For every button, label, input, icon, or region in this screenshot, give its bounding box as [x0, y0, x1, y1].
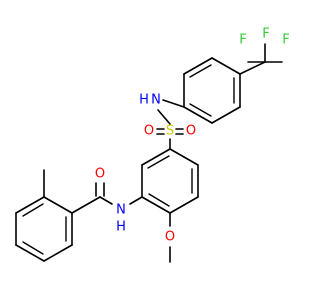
- molecule-structure-diagram: F F F N H S O O O N H O: [15, 27, 290, 263]
- atom-labels: F F F N H S O O O N H O: [95, 27, 290, 245]
- atom-o-right: O: [186, 124, 196, 139]
- ring3-bond: [15, 244, 45, 262]
- ring3-bond: [15, 196, 45, 214]
- ring1-bond: [141, 196, 171, 214]
- ring2-double-bond: [189, 64, 212, 78]
- atom-h-amide: H: [116, 220, 126, 235]
- atom-n-sulfonamide: N: [151, 93, 161, 108]
- bond-nh-carbonyl: [99, 196, 113, 205]
- ring3-bond: [43, 196, 73, 214]
- ring3-bond: [43, 244, 73, 262]
- ring1-double-bond: [148, 193, 170, 207]
- ring2-bond: [183, 106, 213, 124]
- atom-f-left: F: [239, 33, 246, 48]
- atom-o-left: O: [144, 124, 154, 139]
- bond-nh-s: [157, 109, 171, 125]
- bond-carbonyl-ring: [71, 196, 101, 214]
- bond-cf3-ring: [239, 61, 266, 75]
- ring2-bond: [183, 57, 213, 75]
- bond-lines: [15, 43, 283, 263]
- ring2-bond: [211, 106, 241, 124]
- ring1-bond: [169, 148, 199, 166]
- atom-o-carbonyl: O: [95, 167, 105, 182]
- atom-o-methoxy: O: [165, 230, 175, 245]
- ring1-bond: [141, 148, 171, 166]
- ring2-bond: [211, 57, 241, 75]
- ring1-double-bond: [147, 155, 170, 169]
- ring3-double-bond: [22, 203, 44, 217]
- ring3-double-bond: [22, 241, 44, 255]
- ring1-bond: [169, 196, 199, 214]
- bond-ring-nh-amide: [129, 196, 143, 205]
- bond-ring-nh: [162, 99, 185, 108]
- atom-f-right: F: [282, 33, 289, 48]
- ring2-double-bond: [189, 103, 212, 117]
- atom-n-amide: N: [116, 203, 126, 218]
- atom-f-top: F: [262, 27, 269, 42]
- atom-s: S: [166, 124, 174, 139]
- atom-h-sulfonamide: H: [139, 93, 149, 108]
